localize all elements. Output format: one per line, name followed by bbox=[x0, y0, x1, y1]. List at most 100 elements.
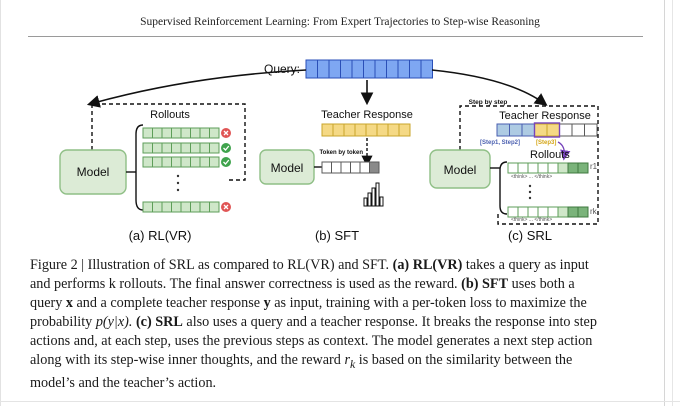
page-edge-left bbox=[0, 0, 1, 406]
rollout-token-cell bbox=[152, 201, 163, 213]
teacher-token-cell bbox=[376, 123, 389, 137]
rollout-token-cell bbox=[171, 142, 182, 154]
output-token-cell bbox=[359, 161, 370, 174]
srl-step-action-cell bbox=[577, 206, 589, 218]
srl-reward-rk: rk bbox=[590, 207, 598, 216]
srl-rollout-token-cell bbox=[527, 206, 539, 218]
rollout-token-cell bbox=[171, 201, 182, 213]
rollout-token-cell bbox=[190, 156, 201, 168]
srl-dashed-frame bbox=[459, 105, 599, 225]
sft-teacher-response-title: Teacher Response bbox=[321, 109, 413, 121]
srl-model-label: Model bbox=[444, 163, 477, 177]
panel-a-label: (a) RL(VR) bbox=[129, 228, 192, 243]
rl-ellipsis bbox=[176, 174, 180, 192]
caption-line-7: model’s and the teacher’s action. bbox=[30, 374, 217, 391]
srl-rollout-token-cell bbox=[557, 162, 569, 174]
srl-rollout-rows bbox=[507, 162, 589, 218]
check-mark bbox=[223, 159, 230, 165]
query-label: Query: bbox=[264, 62, 300, 76]
check-mark bbox=[223, 145, 230, 151]
query-to-srl-arrow bbox=[431, 69, 548, 106]
panel-c-label: (c) SRL bbox=[508, 228, 552, 243]
sft-model-label: Model bbox=[271, 161, 304, 175]
srl-step-action-cell bbox=[567, 206, 579, 218]
step3-highlight bbox=[533, 122, 561, 138]
rollout-token-cell bbox=[142, 201, 153, 213]
caption-line-6: along with its step-wise inner thoughts,… bbox=[30, 352, 573, 371]
caption-line-2: and performs k rollouts. The final answe… bbox=[30, 276, 575, 292]
teacher-token-cell bbox=[321, 123, 334, 137]
rollout-token-cell bbox=[199, 156, 210, 168]
srl-teacher-token-cell bbox=[571, 123, 585, 137]
rollout-token-cell bbox=[190, 127, 201, 139]
srl-steps-prefix: [Step1, Step2] bbox=[480, 140, 520, 146]
teacher-token-cell bbox=[343, 123, 356, 137]
sft-output-tokens bbox=[321, 161, 380, 174]
teacher-token-cell bbox=[387, 123, 400, 137]
srl-teacher-token-cell bbox=[509, 123, 523, 137]
caption-line-1: Figure 2 | Illustration of SRL as compar… bbox=[30, 257, 589, 273]
rollout-token-cell bbox=[161, 201, 172, 213]
output-token-cell bbox=[340, 161, 351, 174]
rollout-token-cell bbox=[161, 127, 172, 139]
rl-model-label: Model bbox=[77, 165, 110, 179]
srl-rollout-token-cell bbox=[547, 206, 559, 218]
srl-teacher-token-cell bbox=[559, 123, 573, 137]
rl-rollout-rows bbox=[142, 127, 231, 213]
rollout-token-cell bbox=[190, 142, 201, 154]
srl-comparison-figure: Query: Model Rollouts (a) RL(VR) Teacher… bbox=[59, 59, 599, 243]
srl-reward-r1: r1 bbox=[590, 162, 598, 171]
query-token-cell bbox=[374, 59, 387, 79]
rollout-token-cell bbox=[180, 201, 191, 213]
query-token-cell bbox=[409, 59, 422, 79]
srl-ellipsis bbox=[528, 184, 532, 200]
sft-teacher-response-bar bbox=[321, 123, 411, 137]
srl-rollout-token-cell bbox=[527, 162, 539, 174]
srl-teacher-token-cell bbox=[546, 123, 560, 137]
srl-teacher-token-cell bbox=[521, 123, 535, 137]
teacher-token-cell bbox=[332, 123, 345, 137]
query-token-cell bbox=[363, 59, 376, 79]
page-edge-bottom bbox=[0, 401, 680, 402]
rollout-token-cell bbox=[142, 142, 153, 154]
query-token-cell bbox=[317, 59, 330, 79]
teacher-token-cell bbox=[354, 123, 367, 137]
teacher-token-cell bbox=[398, 123, 411, 137]
srl-think-tag-2: <think> ... </think> bbox=[511, 217, 552, 223]
rollout-token-cell bbox=[171, 127, 182, 139]
srl-rollouts-title: Rollouts bbox=[530, 149, 570, 161]
rollout-token-cell bbox=[152, 156, 163, 168]
query-token-cell bbox=[340, 59, 353, 79]
teacher-token-cell bbox=[365, 123, 378, 137]
output-token-cell bbox=[350, 161, 361, 174]
output-token-cell bbox=[321, 161, 332, 174]
query-token-cell bbox=[386, 59, 399, 79]
query-token-cell bbox=[351, 59, 364, 79]
srl-step-action-cell bbox=[567, 162, 579, 174]
query-token-cell bbox=[397, 59, 410, 79]
srl-step3: [Step3] bbox=[536, 140, 556, 146]
rollout-token-cell bbox=[209, 142, 220, 154]
figure-caption: Figure 2 | Illustration of SRL as compar… bbox=[30, 256, 647, 393]
srl-step-action-cell bbox=[577, 162, 589, 174]
srl-rollout-token-cell bbox=[517, 206, 529, 218]
rollout-token-cell bbox=[180, 142, 191, 154]
rollout-token-cell bbox=[161, 142, 172, 154]
query-token-cell bbox=[328, 59, 341, 79]
running-header: Supervised Reinforcement Learning: From … bbox=[140, 16, 540, 28]
rollout-token-cell bbox=[209, 201, 220, 213]
sft-token-by-token-label: Token by token bbox=[319, 150, 363, 156]
cross-mark bbox=[223, 204, 229, 210]
rollout-token-cell bbox=[199, 127, 210, 139]
rollout-token-cell bbox=[142, 127, 153, 139]
next-token-cell bbox=[369, 161, 380, 174]
rollout-token-cell bbox=[180, 156, 191, 168]
srl-rollout-token-cell bbox=[537, 206, 549, 218]
correct-check-icon bbox=[221, 143, 231, 153]
srl-step-arrow bbox=[557, 141, 571, 161]
rl-dashed-frame bbox=[91, 103, 246, 181]
panel-b-label: (b) SFT bbox=[315, 228, 359, 243]
header-rule bbox=[28, 36, 643, 37]
rollout-token-cell bbox=[152, 127, 163, 139]
query-to-rl-arrow bbox=[86, 69, 307, 108]
